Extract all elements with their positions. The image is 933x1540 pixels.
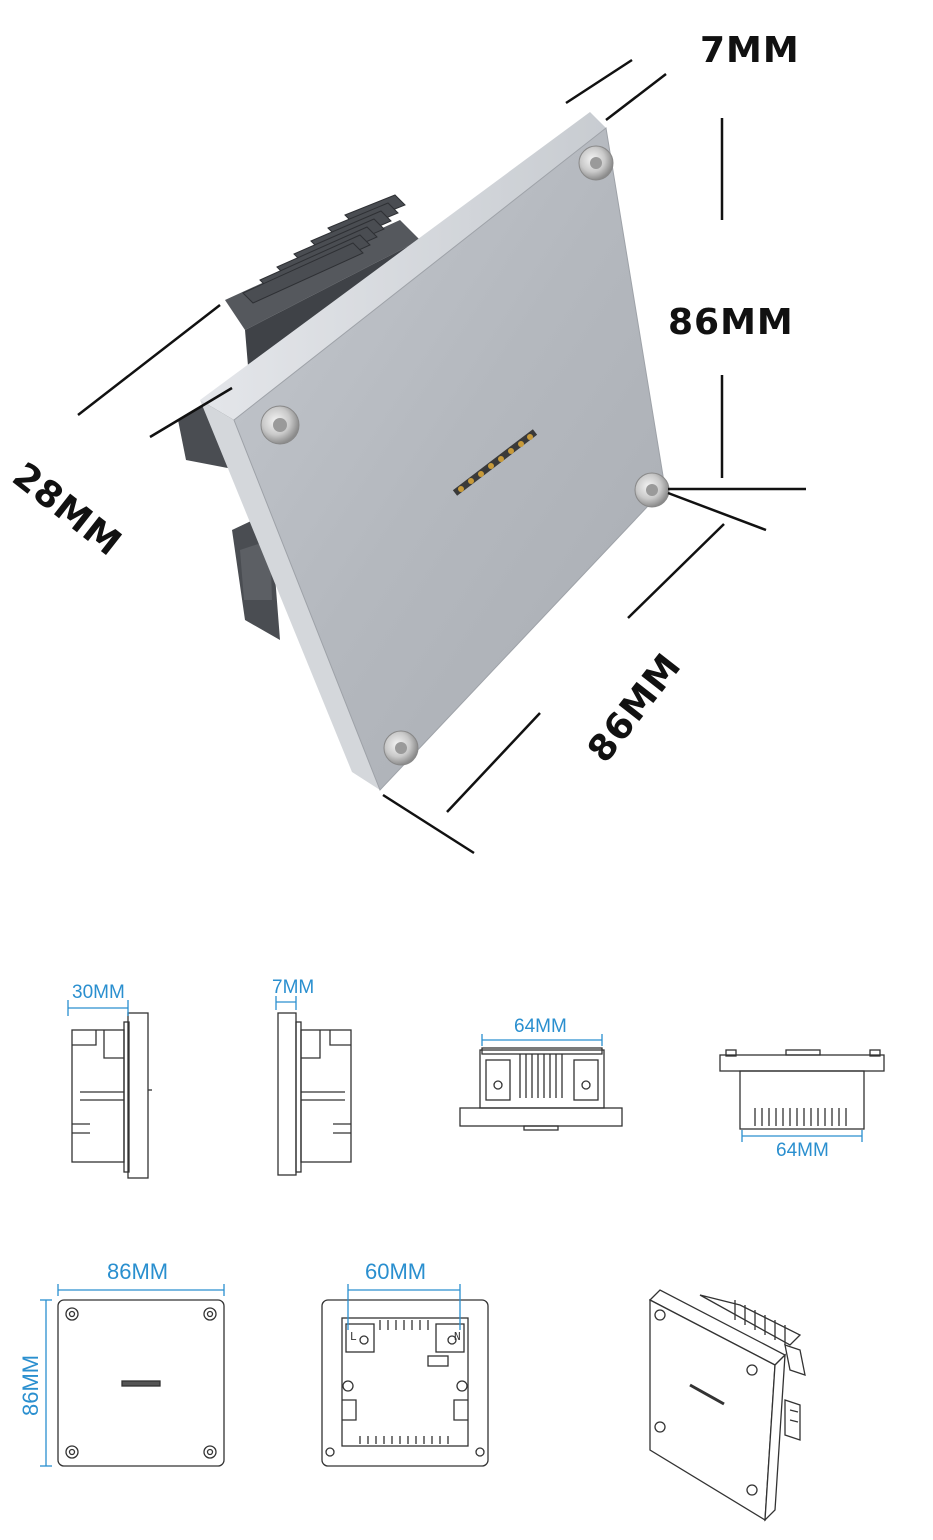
- side-view-drawing: [71, 1012, 152, 1179]
- terminal-n-label: N: [454, 1330, 461, 1343]
- screw-icon: [383, 730, 419, 766]
- side-view-plate-drawing: [277, 1012, 352, 1176]
- bottom-view-drawing: [719, 1049, 885, 1130]
- top-width-label: 64MM: [514, 1016, 567, 1037]
- back-width-label: 60MM: [365, 1259, 427, 1284]
- pogo-pin-connector: [452, 429, 538, 496]
- screw-icon: [634, 472, 670, 508]
- hero-product-illustration: [77, 58, 806, 855]
- screw-icon: [578, 145, 614, 181]
- isometric-view-drawing: [648, 1289, 806, 1522]
- hero-thickness-label: 7MM: [700, 30, 800, 71]
- front-view-drawing: [57, 1299, 225, 1467]
- top-view-drawing: [459, 1047, 623, 1131]
- side-plate-label: 7MM: [272, 977, 315, 998]
- hero-dimension-lines: [77, 58, 806, 855]
- side-depth-label: 30MM: [72, 982, 125, 1003]
- back-view-drawing: [321, 1299, 489, 1467]
- plate-edge: [200, 112, 606, 420]
- front-height-label: 86MM: [18, 1354, 43, 1416]
- terminal-l-label: L: [350, 1330, 357, 1343]
- hero-height-label: 86MM: [668, 302, 794, 343]
- bottom-width-label: 64MM: [776, 1140, 829, 1161]
- screw-icon: [260, 405, 300, 445]
- front-width-label: 86MM: [107, 1259, 169, 1284]
